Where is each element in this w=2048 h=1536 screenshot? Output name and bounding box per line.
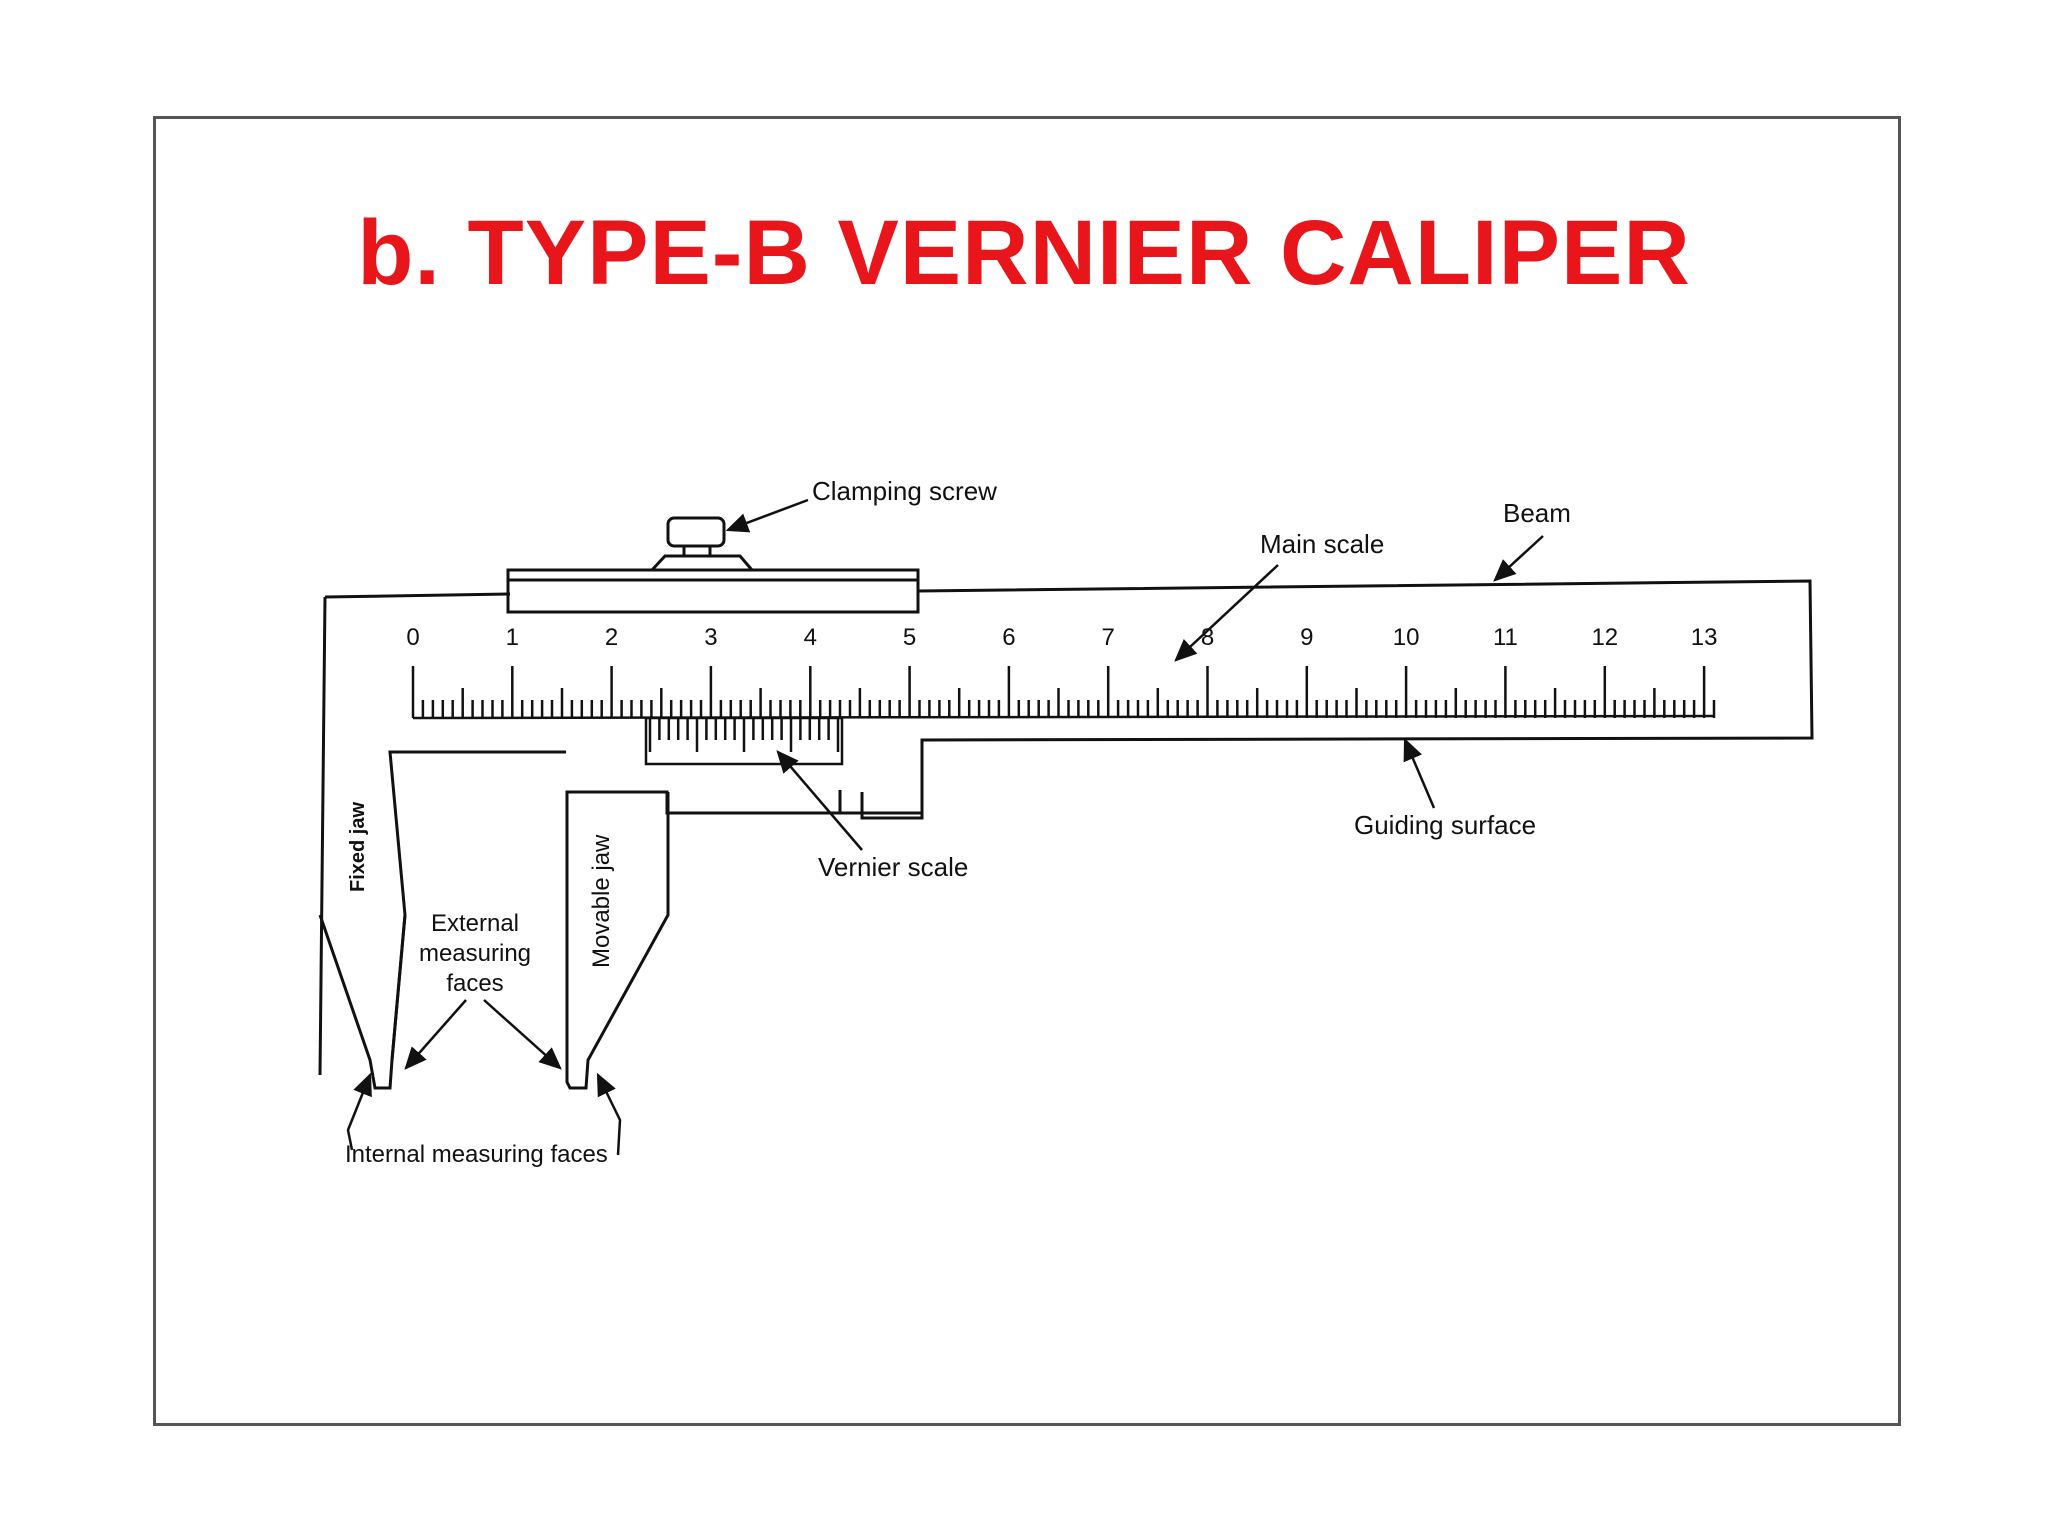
fixed-jaw-label: Fixed jaw (347, 802, 369, 892)
main-scale-number: 4 (804, 624, 817, 651)
main-scale-number: 13 (1691, 624, 1718, 651)
slide-title: b. TYPE-B VERNIER CALIPER (357, 202, 1691, 304)
main-scale-number: 9 (1300, 624, 1313, 651)
guiding-surface-label: Guiding surface (1354, 810, 1536, 840)
main-scale-number: 12 (1591, 624, 1618, 651)
beam-label: Beam (1503, 498, 1571, 528)
main-scale-number: 3 (704, 624, 717, 651)
internal-faces-label: Internal measuring faces (345, 1141, 608, 1168)
slide-frame (153, 116, 1901, 1426)
main-scale-leader (1174, 564, 1279, 662)
vernier-ticks (648, 718, 840, 752)
guiding-surface-leader (1403, 737, 1436, 809)
vernier-scale-label: Vernier scale (818, 852, 968, 882)
clamping-screw-shape (650, 516, 754, 572)
main-scale-number: 0 (406, 624, 419, 651)
clamping-screw-leader (725, 498, 809, 533)
beam (318, 579, 1814, 1082)
main-scale-ticks (411, 666, 1716, 720)
external-face-left-leader (404, 999, 467, 1070)
main-scale-number: 6 (1002, 624, 1015, 651)
slider-housing (506, 568, 920, 614)
external-face-right-leader (483, 999, 562, 1070)
clamping-screw-label: Clamping screw (812, 476, 997, 506)
internal-face-right-leader (596, 1072, 622, 1156)
main-scale-number: 8 (1201, 624, 1214, 651)
external-faces-label-line3: faces (446, 970, 503, 997)
external-faces-label-line2: measuring (419, 940, 531, 967)
main-scale-number: 2 (605, 624, 618, 651)
internal-face-left-leader (346, 1072, 372, 1151)
vernier-scale-leader (776, 750, 863, 851)
main-scale-number: 10 (1393, 624, 1420, 651)
main-scale-label: Main scale (1260, 529, 1384, 559)
movable-jaw (565, 790, 924, 1090)
main-scale-number: 1 (506, 624, 519, 651)
movable-jaw-label: Movable jaw (588, 834, 615, 968)
main-scale-baseline (412, 714, 1715, 720)
beam-leader (1493, 535, 1544, 582)
main-scale-number: 11 (1493, 624, 1518, 651)
main-scale-number: 5 (903, 624, 916, 651)
external-faces-label-line1: External (431, 910, 519, 937)
main-scale-number: 7 (1102, 624, 1115, 651)
fixed-jaw (318, 750, 566, 1090)
leader-lines (346, 498, 1544, 1156)
